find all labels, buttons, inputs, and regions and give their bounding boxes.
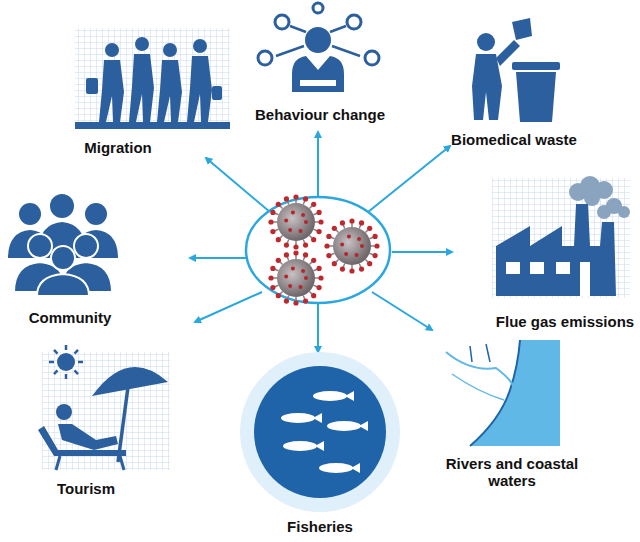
biomedical-waste-icon bbox=[472, 18, 560, 122]
category-label: Fisheries bbox=[287, 518, 353, 535]
fisheries-icon bbox=[240, 352, 400, 512]
category-label: Behaviour change bbox=[255, 106, 385, 123]
category-label: Tourism bbox=[57, 480, 115, 497]
rivers-icon bbox=[446, 340, 560, 446]
category-label: Rivers and coastal waters bbox=[437, 455, 587, 490]
community-icon bbox=[8, 194, 118, 296]
category-label: Flue gas emissions bbox=[496, 313, 634, 330]
migration-icon bbox=[75, 28, 230, 129]
category-label: Community bbox=[29, 309, 112, 326]
virus-particles bbox=[268, 194, 379, 305]
behaviour-icon bbox=[258, 3, 379, 92]
radial-arrows bbox=[190, 132, 452, 352]
factory-icon bbox=[492, 176, 630, 298]
category-label: Biomedical waste bbox=[451, 131, 577, 148]
category-label: Migration bbox=[84, 139, 152, 156]
tourism-icon bbox=[38, 345, 170, 470]
virus-ellipse bbox=[246, 197, 390, 303]
